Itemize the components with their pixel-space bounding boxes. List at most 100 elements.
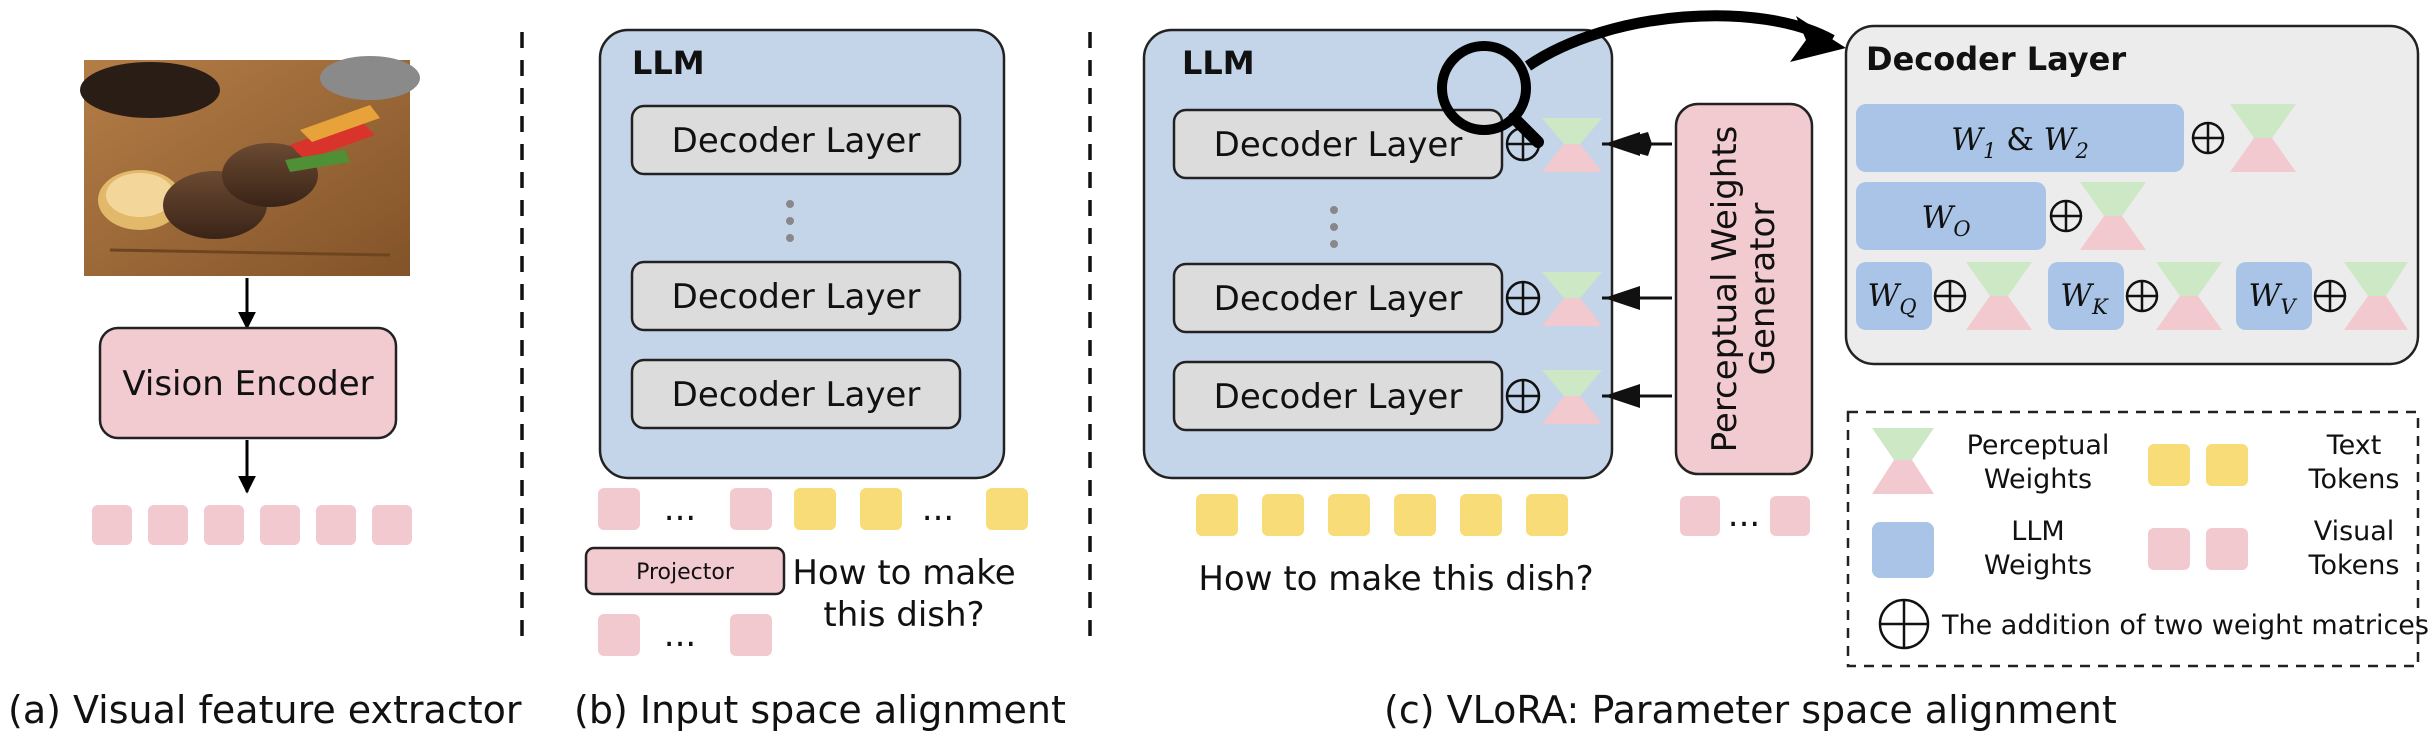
visual-token: [598, 488, 640, 530]
visual-token: [316, 505, 356, 545]
token-ellipsis: ...: [664, 615, 696, 655]
decoder-layer-c1-label: Decoder Layer: [1214, 125, 1463, 165]
weight-wo-label: WO: [1921, 200, 1970, 241]
token-ellipsis: ...: [922, 489, 954, 529]
visual-token: [1770, 496, 1810, 536]
legend-perceptual-weights-icon: [1872, 428, 1934, 494]
legend-text-token: [2206, 444, 2248, 486]
input-tokens-b: ... ...: [598, 488, 1028, 530]
weight-wk-label: WK: [2060, 278, 2109, 319]
legend-text-token: [2148, 444, 2190, 486]
visual-token: [1680, 496, 1720, 536]
text-token: [860, 488, 902, 530]
weight-wk: [2048, 262, 2124, 330]
vision-encoder-label: Vision Encoder: [122, 364, 373, 404]
legend-perceptual-line2: Weights: [1984, 464, 2092, 495]
zoomed-decoder-layer: Decoder Layer W1 & W2 WO: [1844, 24, 2420, 366]
plus-icon: [2125, 279, 2159, 313]
token-ellipsis: ...: [664, 489, 696, 529]
weight-addition-c3: [1505, 370, 1602, 424]
projector-box: [584, 546, 786, 596]
legend-plus-icon: [1878, 598, 1930, 650]
magnifier-icon: [1437, 41, 1544, 148]
legend: Perceptual Weights Text Tokens LLM Weigh…: [1846, 410, 2429, 668]
decoder-layer-b1: [630, 104, 962, 176]
text-token: [1262, 494, 1304, 536]
legend-llm-weights-swatch: [1872, 522, 1934, 578]
visual-tokens-a: [92, 505, 412, 545]
panel-b: LLM Decoder Layer Decoder Layer Decoder …: [574, 28, 1066, 732]
question-b-line1: How to make: [792, 553, 1015, 593]
weight-wq: [1856, 262, 1932, 330]
generator-label-line1: Perceptual Weights: [1705, 126, 1745, 453]
question-c: How to make this dish?: [1198, 559, 1593, 599]
visual-token: [372, 505, 412, 545]
plus-icon: [1505, 280, 1541, 316]
plus-icon: [1933, 279, 1967, 313]
perceptual-weights-icon: [1542, 370, 1602, 424]
weight-addition-c2: [1505, 272, 1602, 326]
perceptual-weights-icon: [1966, 262, 2032, 330]
question-b-line2: this dish?: [823, 595, 984, 635]
weight-wq-label: WQ: [1867, 278, 1916, 319]
legend-visual-line1: Visual: [2314, 516, 2395, 547]
visual-token: [204, 505, 244, 545]
perceptual-weights-icon: [2156, 262, 2222, 330]
visual-token: [148, 505, 188, 545]
legend-llm-line1: LLM: [2011, 516, 2064, 547]
visual-tokens-c: ...: [1680, 495, 1810, 536]
weight-w12: [1856, 104, 2184, 172]
food-photo: [80, 56, 420, 276]
plus-icon: [2049, 199, 2083, 233]
llm-title-b: LLM: [632, 44, 705, 82]
plus-icon: [2313, 279, 2347, 313]
zoom-title: Decoder Layer: [1866, 40, 2126, 78]
text-tokens-c: [1196, 494, 1568, 536]
visual-token: [730, 488, 772, 530]
decoder-layer-b2-label: Decoder Layer: [672, 277, 921, 317]
perceptual-weights-icon: [1542, 118, 1602, 172]
panel-c: LLM Decoder Layer Decoder Layer Decoder …: [1142, 10, 2429, 732]
text-token: [1328, 494, 1370, 536]
perceptual-weights-icon: [2344, 262, 2408, 330]
weight-wo: [1856, 182, 2046, 250]
zoom-arrow-head: [1790, 16, 1846, 62]
generator-box: [1674, 102, 1814, 476]
vertical-dots-b: [786, 200, 794, 242]
perceptual-weights-icon: [2230, 104, 2296, 172]
legend-visual-token: [2206, 528, 2248, 570]
plus-icon: [1505, 378, 1541, 414]
vertical-dots-c: [1330, 206, 1338, 248]
generator-arrows: [1602, 132, 1672, 408]
vision-encoder-box: [98, 326, 398, 440]
visual-token: [598, 614, 640, 656]
visual-token: [260, 505, 300, 545]
decoder-layer-b2: [630, 260, 962, 332]
projector-label: Projector: [636, 560, 735, 585]
weight-w12-label: W1 & W2: [1951, 122, 2089, 163]
decoder-layer-c1: [1172, 108, 1504, 180]
text-token: [986, 488, 1028, 530]
legend-text-line2: Tokens: [2308, 464, 2400, 495]
decoder-layer-c2-label: Decoder Layer: [1214, 279, 1463, 319]
zoom-arrow: [1524, 10, 1835, 71]
text-token: [1460, 494, 1502, 536]
panel-a: Vision Encoder (a) Visual feature extrac…: [8, 56, 522, 732]
text-token: [1196, 494, 1238, 536]
decoder-layer-b3: [630, 358, 962, 430]
text-token: [1394, 494, 1436, 536]
weight-wv: [2236, 262, 2312, 330]
generator-label-line2: Generator: [1743, 203, 1783, 376]
token-ellipsis: ...: [1728, 495, 1760, 535]
perceptual-weights-icon: [2080, 182, 2146, 250]
perceptual-weights-icon: [1542, 272, 1602, 326]
legend-text-line1: Text: [2326, 430, 2382, 461]
text-token: [794, 488, 836, 530]
legend-visual-token: [2148, 528, 2190, 570]
legend-perceptual-line1: Perceptual: [1967, 430, 2110, 461]
text-token: [1526, 494, 1568, 536]
weight-wv-label: WV: [2248, 278, 2297, 319]
visual-token: [730, 614, 772, 656]
decoder-layer-c3-label: Decoder Layer: [1214, 377, 1463, 417]
visual-tokens-b-bottom: ...: [598, 614, 772, 656]
